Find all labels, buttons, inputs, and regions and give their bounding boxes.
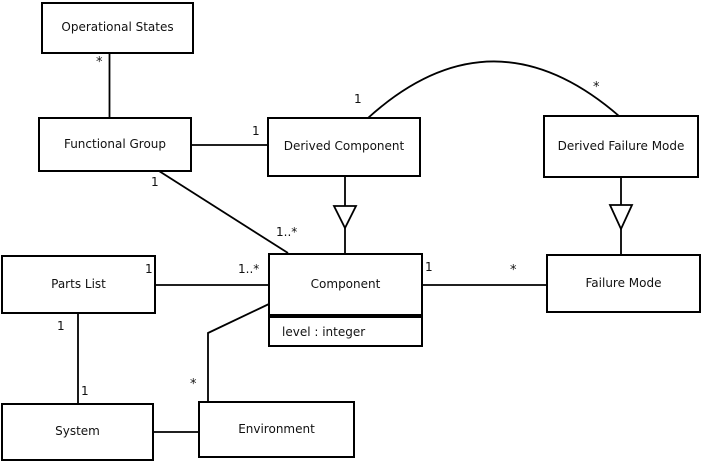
edge-component-environment xyxy=(207,303,270,401)
edge-derived-component-derived-failure-mode-arc xyxy=(367,60,620,119)
class-name-label: System xyxy=(55,424,100,439)
class-parts-list: Parts List xyxy=(1,255,156,314)
multiplicity-label: 1..* xyxy=(276,225,298,239)
multiplicity-label: * xyxy=(510,263,517,278)
class-component: Component xyxy=(268,253,423,316)
attribute-label: level : integer xyxy=(282,324,366,339)
class-derived-component: Derived Component xyxy=(267,117,421,177)
class-functional-group: Functional Group xyxy=(38,117,192,172)
multiplicity-label: 1 xyxy=(57,319,65,333)
class-name-label: Environment xyxy=(238,421,315,436)
multiplicity-label: * xyxy=(96,55,103,70)
class-system: System xyxy=(1,403,154,461)
multiplicity-label: 1 xyxy=(81,384,89,398)
class-name-label: Operational States xyxy=(61,20,174,35)
edge-functional-group-component xyxy=(158,170,289,254)
class-operational-states: Operational States xyxy=(41,2,194,54)
class-failure-mode: Failure Mode xyxy=(546,254,701,313)
class-derived-failure-mode: Derived Failure Mode xyxy=(543,115,699,178)
class-name-label: Parts List xyxy=(51,276,106,291)
multiplicity-label: * xyxy=(190,377,197,392)
class-name-label: Derived Failure Mode xyxy=(557,138,685,153)
multiplicity-label: 1 xyxy=(145,262,153,276)
multiplicity-label: 1 xyxy=(425,260,433,274)
class-name-label: Derived Component xyxy=(283,139,405,154)
multiplicity-label: 1 xyxy=(151,175,159,189)
multiplicity-label: 1 xyxy=(252,124,260,138)
class-name-label: Component xyxy=(310,276,381,291)
class-name-label: Functional Group xyxy=(63,136,167,151)
multiplicity-label: 1..* xyxy=(238,262,260,276)
generalization-triangle-icon xyxy=(332,205,358,231)
generalization-triangle-icon xyxy=(608,204,634,232)
class-name-label: Failure Mode xyxy=(585,275,662,290)
multiplicity-label: 1 xyxy=(354,92,362,106)
class-component-attributes: level : integer xyxy=(268,316,423,347)
multiplicity-label: * xyxy=(593,80,600,95)
class-environment: Environment xyxy=(198,401,355,458)
